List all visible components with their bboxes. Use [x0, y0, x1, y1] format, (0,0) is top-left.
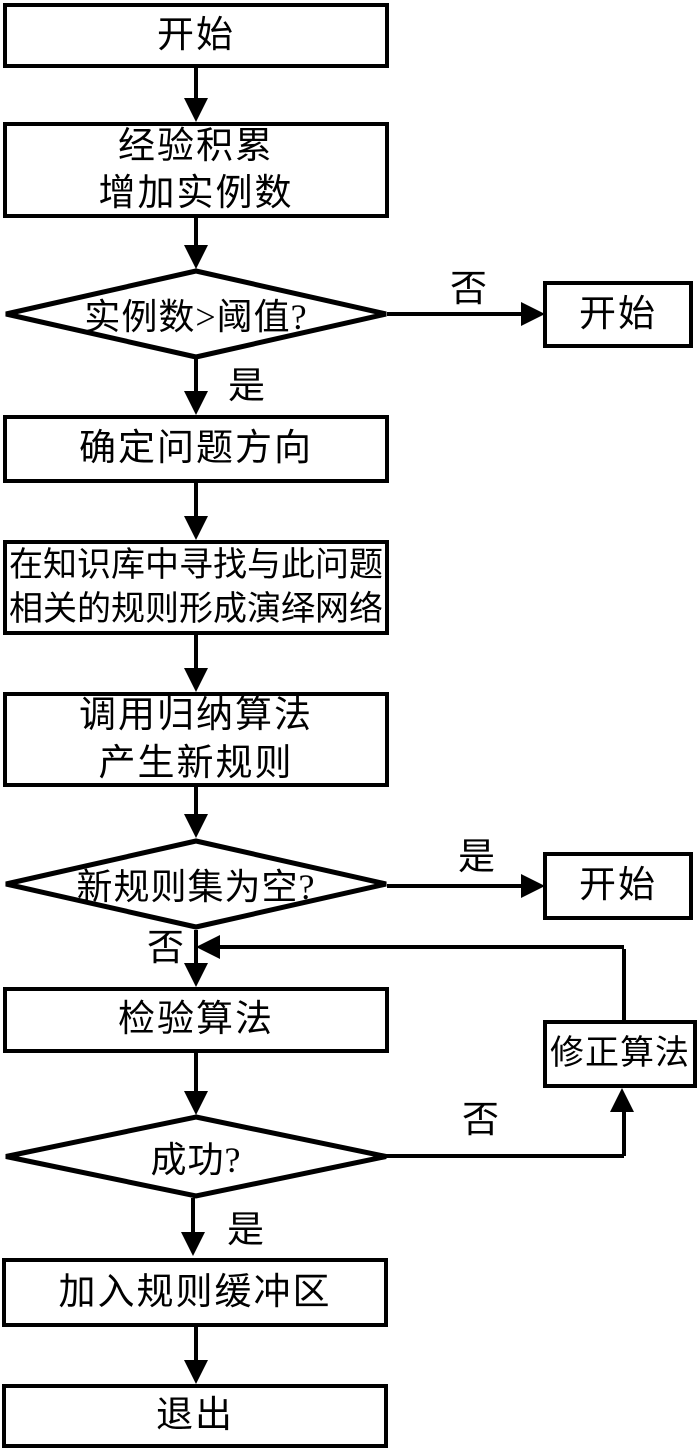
node-add-rule-buffer: 加入规则缓冲区	[2, 1258, 388, 1327]
decision-ruleset-empty-label: 新规则集为空?	[76, 867, 316, 907]
arrow-direction-to-search	[194, 483, 198, 518]
arrow-accumulate-to-threshold	[194, 218, 198, 246]
edge-label-yes: 是	[458, 837, 495, 878]
edge-label-no: 否	[147, 928, 184, 969]
node-induction-algorithm: 调用归纳算法 产生新规则	[3, 692, 389, 787]
decision-threshold: 实例数>阈值?	[3, 268, 389, 360]
arrowhead-up-icon	[610, 1088, 634, 1112]
edge-label-yes: 是	[227, 1210, 264, 1251]
arrow-empty-yes	[387, 884, 523, 888]
diamond-shape-icon	[5, 1114, 387, 1199]
arrow-success-yes	[191, 1198, 195, 1234]
arrowhead-down-icon	[184, 391, 208, 415]
arrowhead-down-icon	[181, 1232, 205, 1256]
diamond-shape-icon	[5, 838, 387, 930]
edge-label-no: 否	[462, 1100, 499, 1141]
node-start-return-2: 开始	[543, 852, 693, 920]
arrow-success-no-horizontal	[386, 1154, 624, 1158]
arrowhead-down-icon	[184, 98, 208, 122]
arrowhead-down-icon	[184, 245, 208, 269]
arrowhead-down-icon	[184, 814, 208, 838]
decision-threshold-label: 实例数>阈值?	[84, 297, 308, 337]
node-accumulate-experience: 经验积累 增加实例数	[3, 122, 389, 218]
edge-label-no: 否	[450, 269, 487, 310]
arrowhead-right-icon	[521, 874, 545, 898]
node-determine-direction: 确定问题方向	[3, 415, 389, 483]
return-line-vertical	[622, 949, 626, 1020]
arrow-buffer-to-exit	[194, 1327, 198, 1362]
arrow-threshold-no	[387, 312, 523, 316]
arrowhead-left-icon	[196, 935, 220, 959]
arrowhead-down-icon	[184, 963, 208, 987]
arrow-threshold-yes	[194, 358, 198, 393]
node-start-return-1: 开始	[543, 281, 693, 348]
arrow-start-to-accumulate	[194, 68, 198, 100]
arrowhead-right-icon	[521, 302, 545, 326]
edge-label-yes: 是	[228, 366, 265, 407]
node-fix-algorithm: 修正算法	[543, 1020, 697, 1088]
arrowhead-down-icon	[184, 1091, 208, 1115]
arrow-search-to-induction	[194, 635, 198, 670]
return-line-horizontal	[220, 945, 624, 949]
arrow-verify-to-success	[194, 1053, 198, 1093]
node-verify-algorithm: 检验算法	[3, 987, 389, 1053]
arrow-induction-to-empty	[194, 787, 198, 816]
decision-ruleset-empty: 新规则集为空?	[3, 838, 389, 930]
diamond-shape-icon	[5, 268, 387, 360]
decision-success-label: 成功?	[150, 1139, 242, 1180]
node-exit: 退出	[2, 1384, 388, 1448]
arrowhead-down-icon	[184, 668, 208, 692]
arrowhead-down-icon	[184, 1360, 208, 1384]
decision-success: 成功?	[3, 1114, 389, 1199]
node-search-knowledge-base: 在知识库中寻找与此问题 相关的规则形成演绎网络	[3, 540, 389, 635]
node-start-top: 开始	[3, 3, 389, 68]
arrow-success-no-vertical	[622, 1110, 626, 1156]
arrowhead-down-icon	[184, 516, 208, 540]
